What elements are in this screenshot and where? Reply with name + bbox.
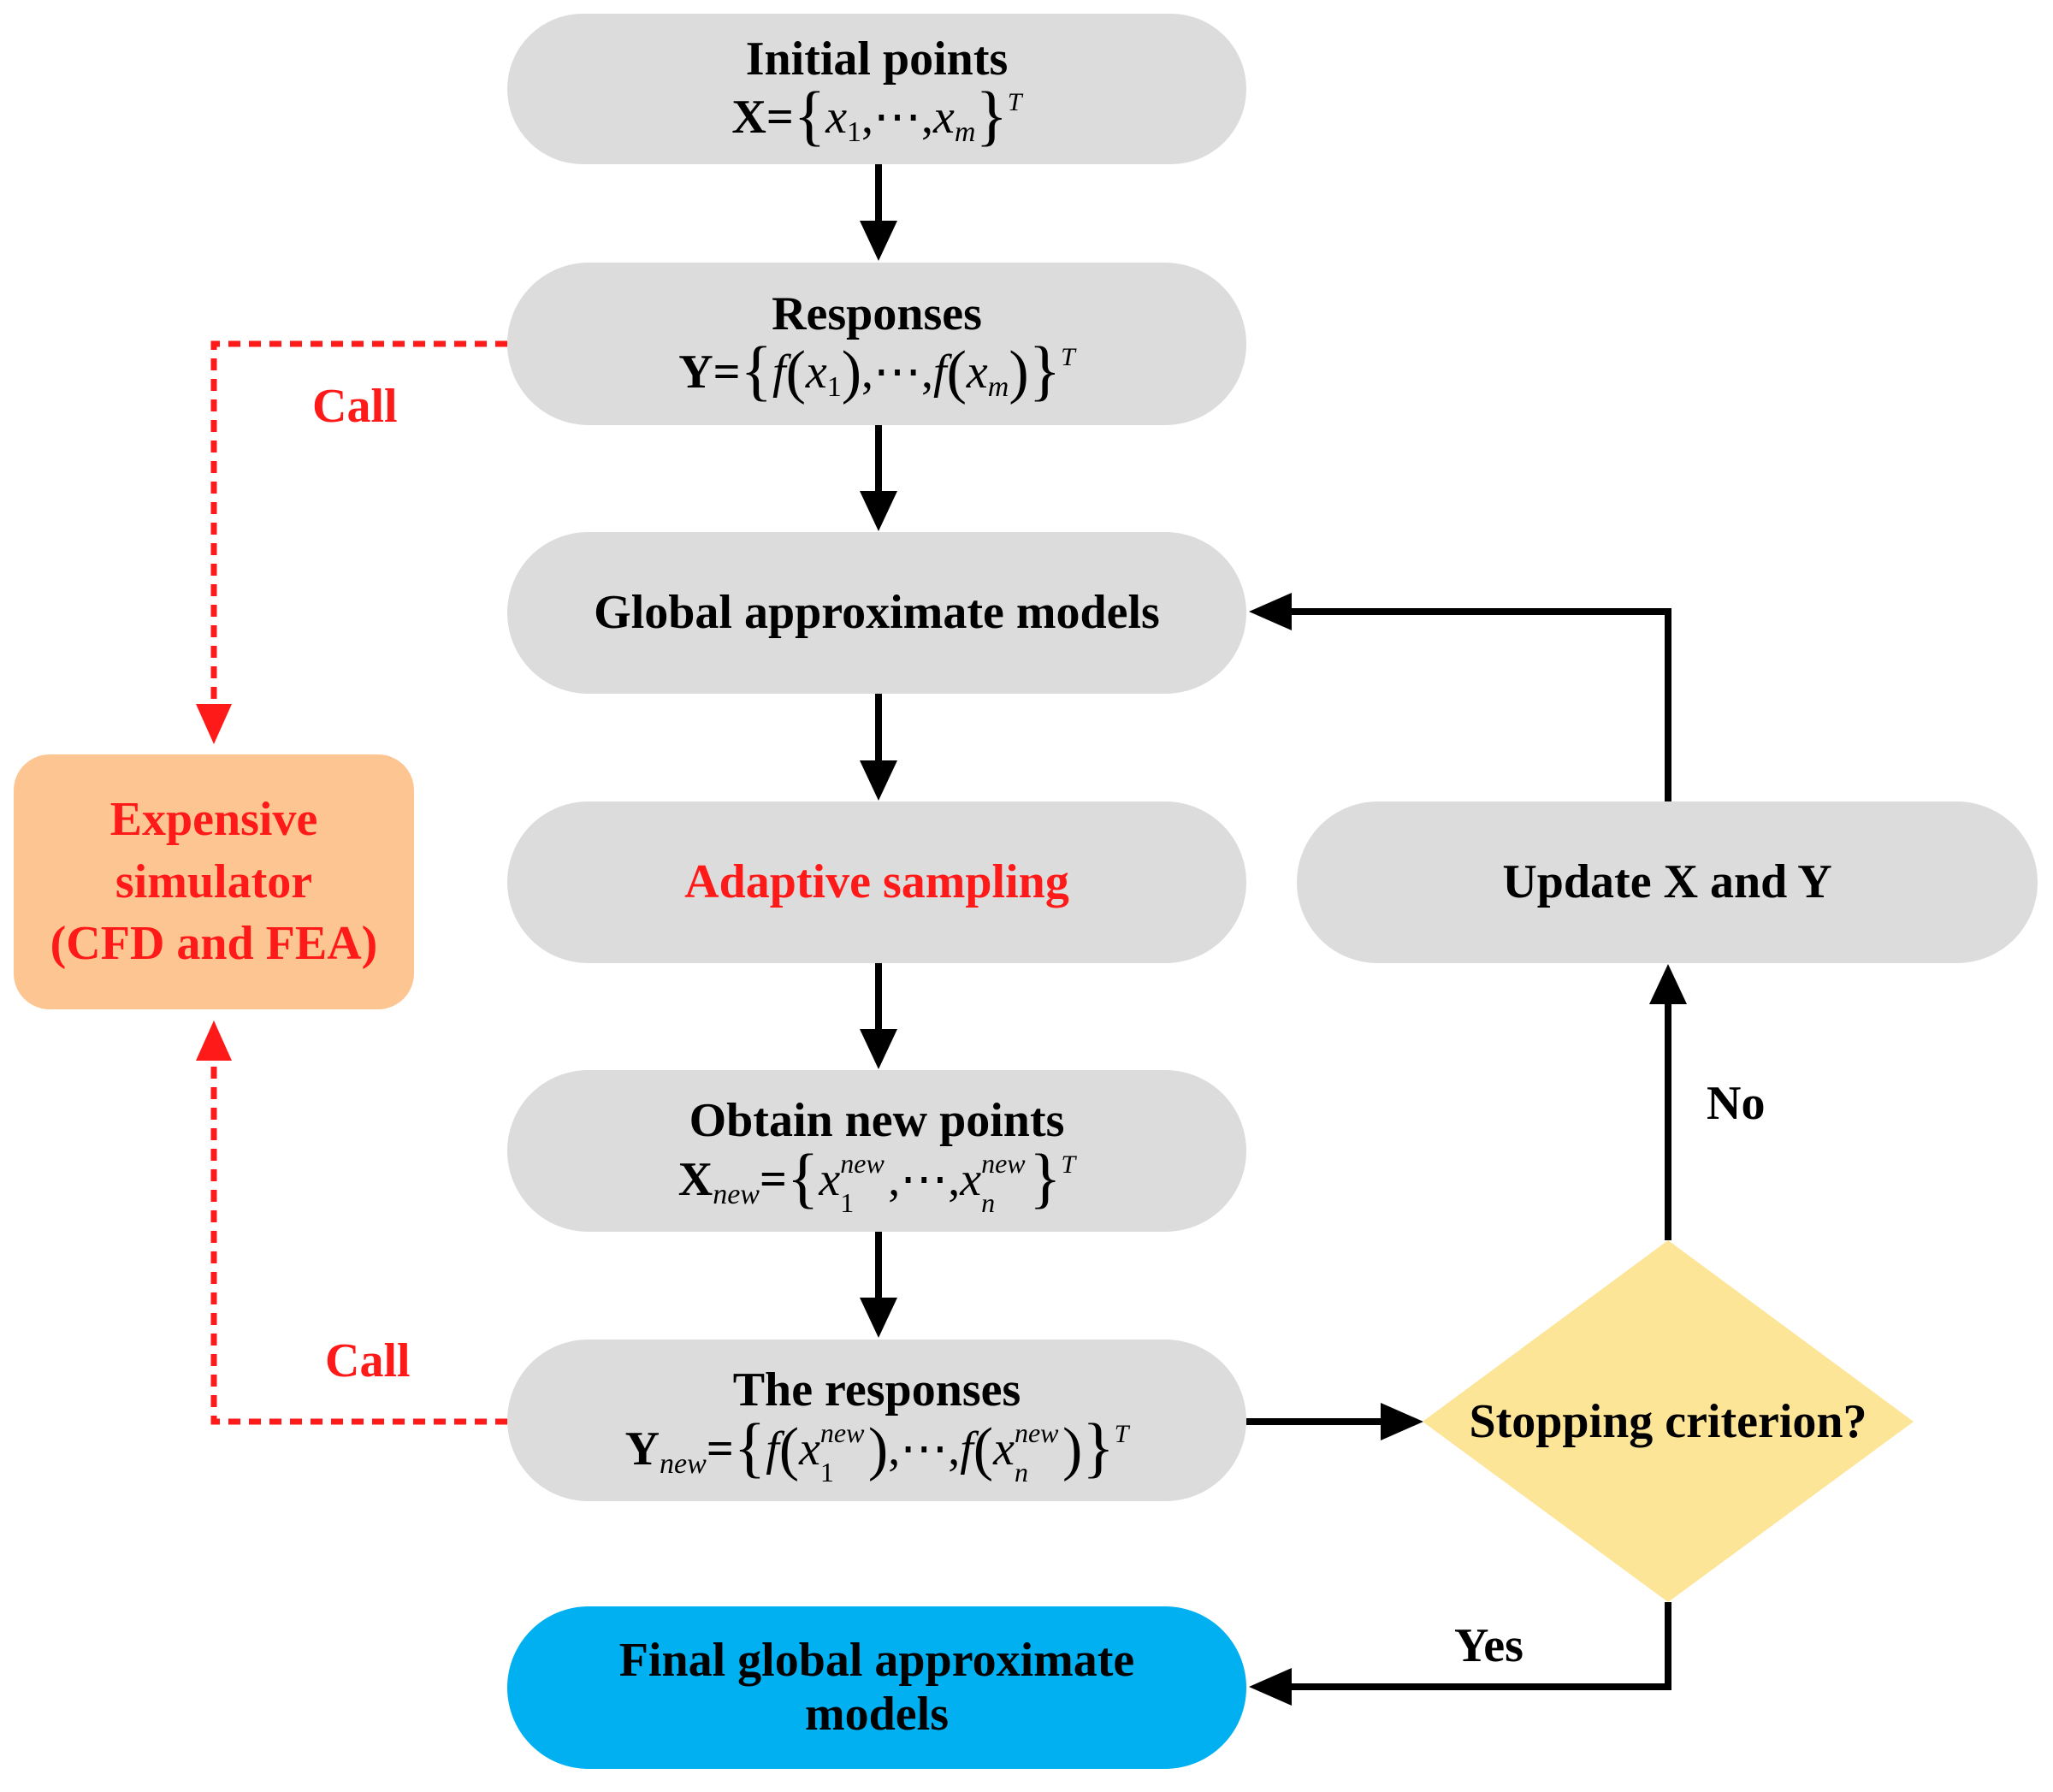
arrow-newresponses-to-stopping <box>1246 1403 1423 1440</box>
global-models-node: Global approximate models <box>507 532 1246 694</box>
call-label-top: Call <box>312 380 398 433</box>
call-label-bottom: Call <box>325 1334 411 1387</box>
arrow-newpoints-to-newresponses <box>860 1232 897 1338</box>
initial-points-formula: X={x1,⋯,xm}T <box>731 78 1022 153</box>
simulator-line3: (CFD and FEA) <box>50 917 378 971</box>
adaptive-sampling-title: Adaptive sampling <box>684 855 1069 909</box>
final-models-node: Final global approximate models <box>507 1606 1246 1769</box>
initial-points-node: Initial points X={x1,⋯,xm}T <box>507 14 1246 164</box>
arrow-initial-to-responses <box>860 164 897 261</box>
new-responses-title: The responses <box>732 1363 1021 1417</box>
simulator-line1: Expensive <box>109 792 318 846</box>
arrow-stopping-to-final <box>1249 1602 1671 1706</box>
simulator-line2: simulator <box>115 855 313 908</box>
global-models-title: Global approximate models <box>594 586 1160 640</box>
responses-title: Responses <box>772 287 982 340</box>
yes-label: Yes <box>1454 1619 1523 1672</box>
expensive-simulator-node: Expensive simulator (CFD and FEA) <box>14 754 414 1009</box>
final-models-line2: models <box>805 1688 949 1741</box>
adaptive-sampling-node: Adaptive sampling <box>507 801 1246 963</box>
initial-points-title: Initial points <box>745 32 1009 86</box>
arrow-global-to-adaptive <box>860 694 897 801</box>
responses-formula: Y={f(x1),⋯,f(xm)}T <box>678 333 1075 408</box>
no-label: No <box>1707 1077 1766 1130</box>
new-points-title: Obtain new points <box>689 1094 1065 1148</box>
responses-node: Responses Y={f(x1),⋯,f(xm)}T <box>507 263 1246 425</box>
final-models-line1: Final global approximate <box>618 1634 1135 1688</box>
arrow-stopping-to-update <box>1649 964 1687 1240</box>
stopping-criterion-label-box: Stopping criterion? <box>1423 1379 1914 1464</box>
arrow-responses-to-global <box>860 425 897 531</box>
update-xy-title: Update X and Y <box>1502 855 1832 909</box>
arrow-update-to-global <box>1249 593 1671 802</box>
stopping-criterion-diamond <box>1423 1240 1914 1602</box>
call-arrow-bottom <box>196 1020 507 1425</box>
call-arrow-top <box>196 340 507 744</box>
update-xy-node: Update X and Y <box>1297 801 2038 963</box>
stopping-criterion-title: Stopping criterion? <box>1469 1394 1867 1448</box>
arrow-adaptive-to-newpoints <box>860 963 897 1069</box>
